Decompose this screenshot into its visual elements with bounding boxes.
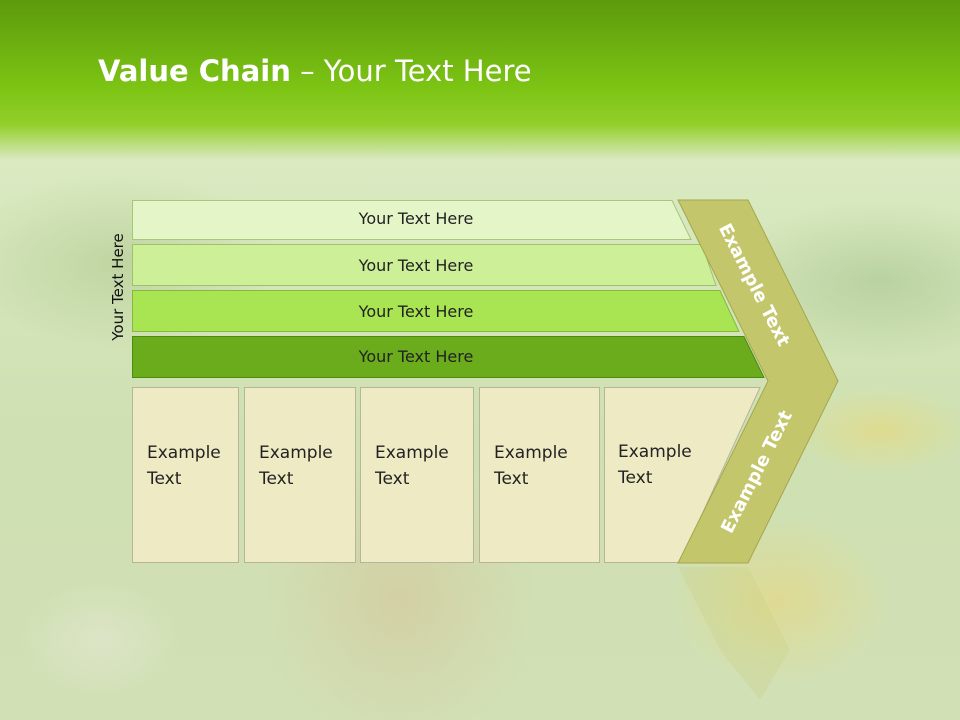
bar-4-label: Your Text Here	[358, 347, 474, 366]
title-rest: – Your Text Here	[290, 54, 532, 88]
bar-3-label: Your Text Here	[358, 302, 474, 321]
header-band	[0, 0, 960, 160]
box-5-text: Example Text	[618, 442, 692, 488]
boxes-reflection: Example Text Example Text Example Text E…	[132, 565, 772, 695]
bar-1-label: Your Text Here	[358, 209, 474, 228]
box-1: Example Text	[132, 387, 239, 563]
vertical-label: Your Text Here	[109, 233, 127, 341]
title-bold: Value Chain	[98, 54, 291, 88]
box-2: Example Text	[244, 387, 356, 563]
bar-2-label: Your Text Here	[358, 256, 474, 275]
slide-title: Value Chain – Your Text Here	[98, 54, 532, 88]
box-4-text: Example Text	[494, 443, 568, 489]
box-3: Example Text	[360, 387, 474, 563]
box-5: Example Text	[604, 387, 761, 563]
box-4: Example Text	[479, 387, 600, 563]
box-2-text: Example Text	[259, 443, 333, 489]
box-3-text: Example Text	[375, 443, 449, 489]
box-1-text: Example Text	[147, 443, 221, 489]
